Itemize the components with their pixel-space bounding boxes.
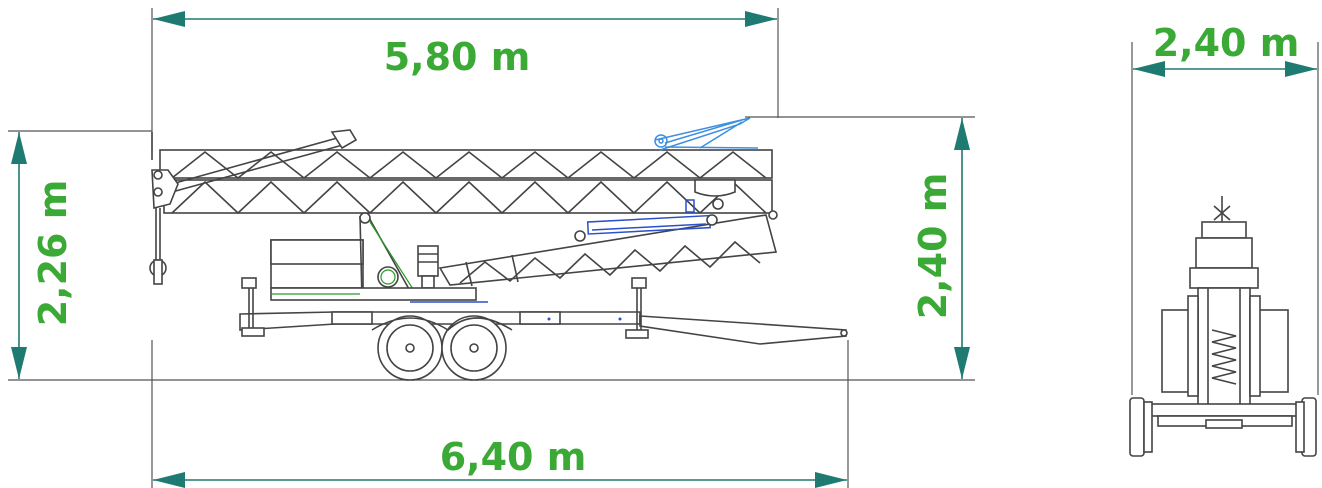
rear-width-label: 2,40 m — [1153, 21, 1300, 65]
dimension-labels: 5,80 m 6,40 m 2,26 m 2,40 m 2,40 m — [31, 21, 1299, 479]
dimension-lines — [8, 8, 1319, 488]
left-height-label: 2,26 m — [31, 180, 75, 327]
right-height-label: 2,40 m — [911, 173, 955, 320]
wheel-rear — [441, 315, 507, 381]
crane-side-view — [149, 117, 848, 381]
crane-rear-view — [1129, 196, 1317, 457]
hydraulic-cylinder — [574, 199, 718, 242]
top-length-label: 5,80 m — [384, 35, 531, 79]
jib-element — [654, 117, 759, 151]
outrigger-right — [625, 277, 649, 339]
bottom-length-label: 6,40 m — [440, 435, 587, 479]
outrigger-left — [241, 277, 265, 337]
wheel-front — [377, 315, 443, 381]
